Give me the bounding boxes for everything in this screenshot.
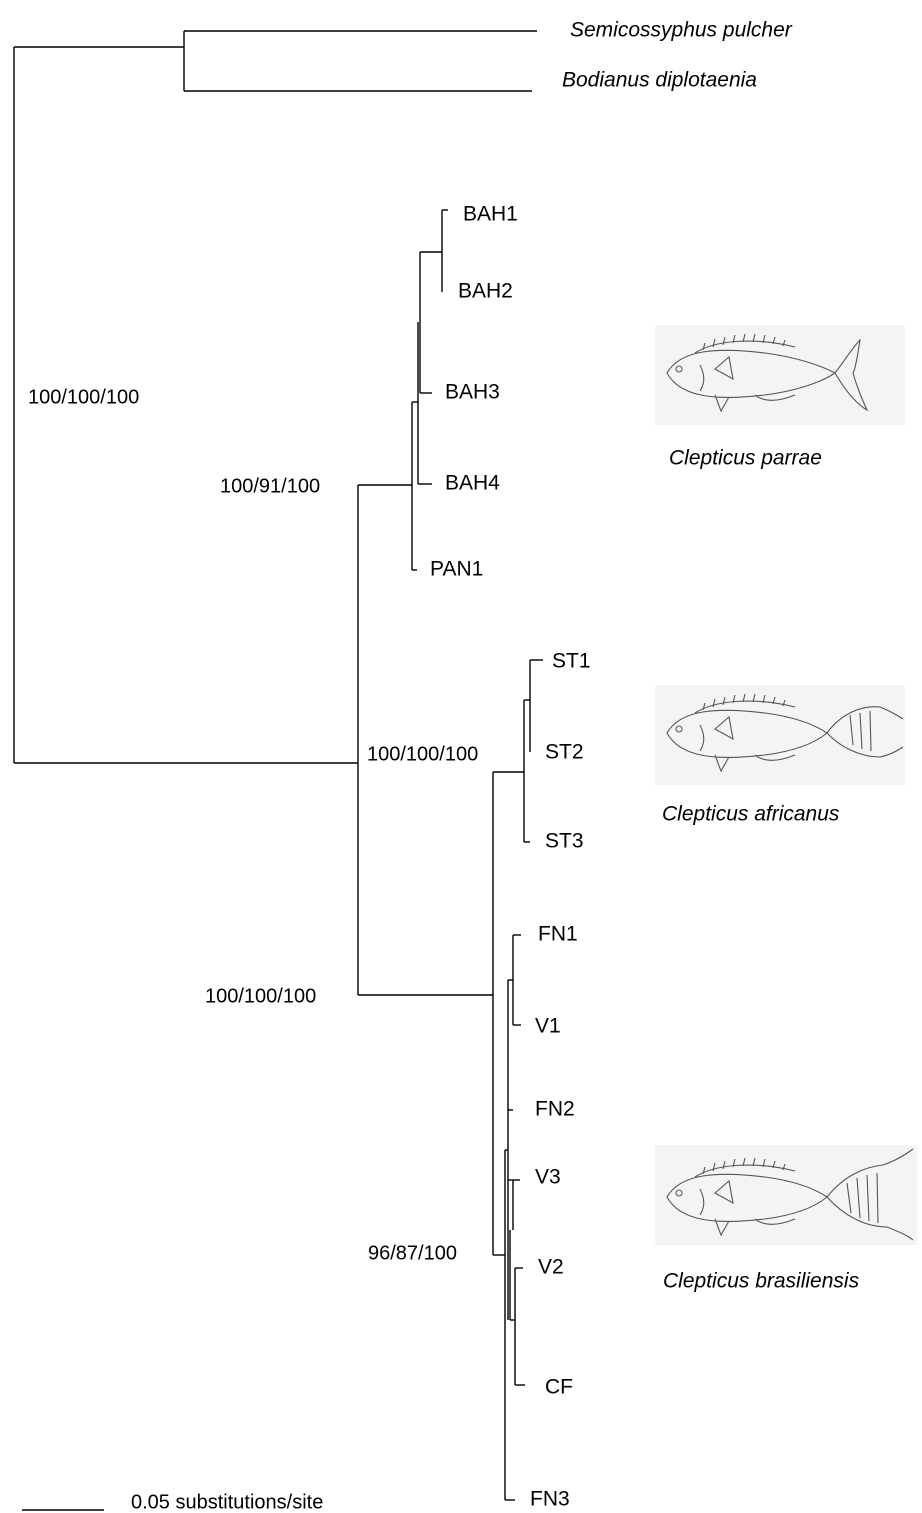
- tip-st1: ST1: [552, 650, 591, 673]
- tip-fn1: FN1: [538, 923, 578, 946]
- tip-st2: ST2: [545, 741, 584, 764]
- tip-bah2: BAH2: [458, 280, 513, 303]
- tip-cf: CF: [545, 1376, 573, 1399]
- tip-bah1: BAH1: [463, 203, 518, 226]
- species-label-brasiliensis: Clepticus brasiliensis: [663, 1270, 860, 1293]
- fish-parrae-illustration: [655, 325, 905, 425]
- species-label-africanus: Clepticus africanus: [662, 803, 840, 826]
- species-label-parrae: Clepticus parrae: [669, 447, 822, 470]
- fish-africanus-illustration: [655, 685, 905, 785]
- tip-labels: Semicossyphus pulcher Bodianus diplotaen…: [430, 19, 793, 1511]
- tip-bah4: BAH4: [445, 472, 500, 495]
- fish-brasiliensis-illustration: [655, 1145, 917, 1245]
- tip-v2: V2: [538, 1256, 564, 1279]
- tip-st3: ST3: [545, 830, 584, 853]
- tip-semicossyphus-pulcher: Semicossyphus pulcher: [570, 19, 793, 42]
- tip-v1: V1: [535, 1015, 561, 1038]
- tip-v3: V3: [535, 1166, 561, 1189]
- support-root: 100/100/100: [28, 386, 139, 408]
- support-brasiliensis: 96/87/100: [368, 1242, 457, 1264]
- tip-pan1: PAN1: [430, 558, 483, 581]
- tree-branches: [13, 30, 543, 1501]
- support-parrae: 100/91/100: [220, 475, 320, 497]
- support-values: 100/100/100 100/91/100 100/100/100 100/1…: [28, 386, 478, 1264]
- scale-bar: 0.05 substitutions/site: [22, 1491, 323, 1513]
- tip-bodianus-diplotaenia: Bodianus diplotaenia: [562, 69, 757, 92]
- scale-bar-label: 0.05 substitutions/site: [131, 1491, 323, 1513]
- tip-fn3: FN3: [530, 1488, 570, 1511]
- species-labels: Clepticus parrae Clepticus africanus Cle…: [662, 447, 860, 1293]
- tip-bah3: BAH3: [445, 381, 500, 404]
- support-afr-bras: 100/100/100: [205, 985, 316, 1007]
- support-africanus: 100/100/100: [367, 743, 478, 765]
- tip-fn2: FN2: [535, 1098, 575, 1121]
